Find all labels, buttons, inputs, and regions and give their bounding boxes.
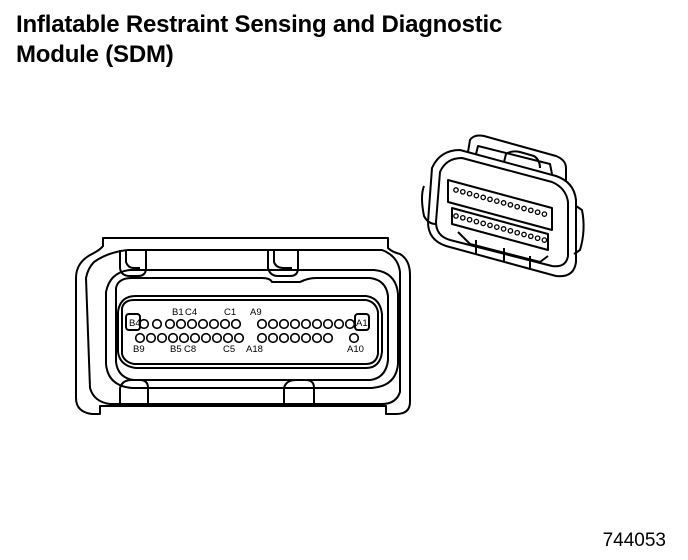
connector-pin bbox=[178, 332, 190, 344]
pin-label-b9: B9 bbox=[133, 344, 145, 355]
harness-pin-cavity bbox=[534, 235, 541, 242]
connector-pin bbox=[289, 332, 301, 344]
connector-pin bbox=[344, 318, 356, 330]
figure-number: 744053 bbox=[602, 530, 666, 551]
harness-pin-cavity bbox=[453, 213, 459, 219]
connector-pin bbox=[167, 332, 179, 344]
connector-pin bbox=[267, 332, 279, 344]
connector-pin bbox=[278, 318, 290, 330]
harness-pin-cavity bbox=[480, 194, 487, 201]
connector-pin bbox=[138, 318, 150, 330]
pin-label-c8: C8 bbox=[184, 344, 196, 355]
connector-pin bbox=[156, 332, 168, 344]
connector-pin bbox=[311, 332, 323, 344]
title-line-1: Inflatable Restraint Sensing and Diagnos… bbox=[16, 11, 503, 38]
connector-pin bbox=[208, 318, 220, 330]
pin-label-b4: B4 bbox=[129, 318, 141, 329]
connector-pin bbox=[267, 318, 279, 330]
harness-pin-cavities bbox=[453, 187, 548, 243]
pin-label-a1: A1 bbox=[356, 318, 368, 329]
harness-pin-cavity bbox=[500, 226, 507, 232]
pin-label-c1: C1 bbox=[224, 307, 236, 318]
connector-pin bbox=[289, 318, 301, 330]
harness-pin-cavity bbox=[521, 231, 527, 238]
connector-pin bbox=[230, 318, 242, 330]
connector-pin bbox=[186, 318, 198, 330]
title-line-2: Module (SDM) bbox=[16, 41, 174, 68]
harness-pin-cavity bbox=[527, 233, 534, 240]
harness-connector bbox=[421, 134, 585, 278]
connector-pin bbox=[322, 318, 334, 330]
harness-pin-cavity bbox=[514, 203, 521, 210]
connector-pin bbox=[333, 318, 345, 330]
harness-pin-cavity bbox=[514, 229, 521, 236]
harness-pin-cavity bbox=[507, 201, 514, 208]
connector-pin bbox=[256, 332, 268, 344]
connector-pin bbox=[211, 332, 223, 344]
pin-label-c5: C5 bbox=[223, 344, 235, 355]
connector-pin bbox=[300, 318, 312, 330]
connector-pin bbox=[233, 332, 245, 344]
pin-label-a10: A10 bbox=[347, 344, 364, 355]
harness-pin-cavity bbox=[466, 190, 473, 197]
pin-label-a9: A9 bbox=[250, 307, 262, 318]
connector-pin bbox=[175, 318, 187, 330]
pin-label-c4: C4 bbox=[185, 307, 197, 318]
harness-pin-cavity bbox=[480, 220, 487, 227]
harness-pin-cavity bbox=[466, 216, 473, 223]
connector-pin bbox=[145, 332, 157, 344]
connector-pin bbox=[189, 332, 201, 344]
pin-labels: B4 B1 C4 C1 A9 A1 B9 B5 C8 C5 A18 A10 bbox=[129, 307, 368, 355]
harness-pin-cavity bbox=[507, 227, 514, 234]
connector-pin bbox=[134, 332, 146, 344]
connector-pin bbox=[300, 332, 312, 344]
harness-pin-cavity bbox=[527, 207, 534, 214]
harness-pin-cavity bbox=[487, 222, 493, 229]
connector-pin-field bbox=[134, 318, 360, 344]
harness-pin-cavity bbox=[459, 188, 466, 195]
harness-pin-cavity bbox=[493, 198, 500, 204]
connector-pin bbox=[164, 318, 176, 330]
pin-label-b1: B1 bbox=[172, 307, 184, 318]
connector-pin bbox=[222, 332, 234, 344]
harness-pin-cavity bbox=[459, 214, 466, 221]
sdm-module-connector bbox=[75, 237, 411, 415]
connector-pin bbox=[151, 318, 163, 330]
harness-pin-cavity bbox=[453, 187, 459, 193]
connector-pin bbox=[278, 332, 290, 344]
diagram-title: Inflatable Restraint Sensing and Diagnos… bbox=[16, 10, 656, 70]
connector-pin bbox=[219, 318, 231, 330]
connector-pin bbox=[256, 318, 268, 330]
pin-label-b5: B5 bbox=[170, 344, 182, 355]
harness-pin-cavity bbox=[521, 205, 527, 212]
pin-label-a18: A18 bbox=[246, 344, 263, 355]
harness-pin-cavity bbox=[541, 211, 548, 217]
harness-pin-cavity bbox=[473, 218, 480, 225]
harness-pin-cavity bbox=[500, 200, 507, 206]
connector-pin bbox=[348, 332, 360, 344]
harness-pin-cavity bbox=[487, 196, 493, 203]
harness-pin-cavity bbox=[534, 209, 541, 216]
connector-pin bbox=[200, 332, 212, 344]
connector-pin bbox=[311, 318, 323, 330]
harness-pin-cavity bbox=[541, 237, 548, 243]
connector-pin bbox=[322, 332, 334, 344]
connector-pin bbox=[197, 318, 209, 330]
harness-pin-cavity bbox=[493, 224, 500, 230]
harness-pin-cavity bbox=[473, 192, 480, 199]
